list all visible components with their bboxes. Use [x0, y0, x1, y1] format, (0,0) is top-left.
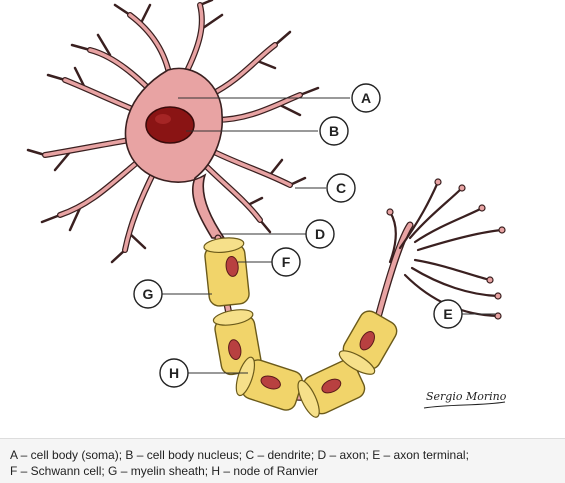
nucleus	[145, 106, 195, 144]
caption-line-1: A – cell body (soma); B – cell body nucl…	[10, 448, 469, 462]
myelin-segment-3	[235, 356, 303, 411]
myelin-segment-5	[338, 310, 398, 375]
label-c: C	[326, 173, 356, 203]
axon-terminal-knobs	[386, 178, 506, 320]
diagram-caption: A – cell body (soma); B – cell body nucl…	[0, 438, 565, 483]
neuron-diagram: A B C D F G H E Sergio Morino	[26, 0, 507, 418]
dendrites-fill	[43, 3, 302, 252]
svg-text:A: A	[361, 90, 371, 106]
svg-text:G: G	[143, 286, 154, 302]
myelin-segment-4	[297, 359, 366, 418]
label-b: B	[319, 116, 349, 146]
myelin-segment-1	[203, 237, 250, 307]
leader-lines	[162, 97, 496, 374]
svg-text:D: D	[315, 226, 325, 242]
label-e: E	[433, 299, 463, 329]
svg-text:Sergio Morino: Sergio Morino	[426, 390, 507, 403]
axon-terminals	[388, 180, 504, 318]
label-f: F	[271, 247, 301, 277]
label-g: G	[133, 279, 163, 309]
artist-signature: Sergio Morino	[423, 390, 507, 409]
svg-text:F: F	[282, 254, 291, 270]
svg-text:H: H	[169, 365, 179, 381]
label-a: A	[351, 83, 381, 113]
label-h: H	[159, 358, 189, 388]
cell-body	[124, 67, 226, 239]
svg-text:E: E	[443, 306, 452, 322]
label-d: D	[305, 219, 335, 249]
svg-text:B: B	[329, 123, 339, 139]
caption-line-2: F – Schwann cell; G – myelin sheath; H –…	[10, 464, 319, 478]
svg-text:C: C	[336, 180, 346, 196]
